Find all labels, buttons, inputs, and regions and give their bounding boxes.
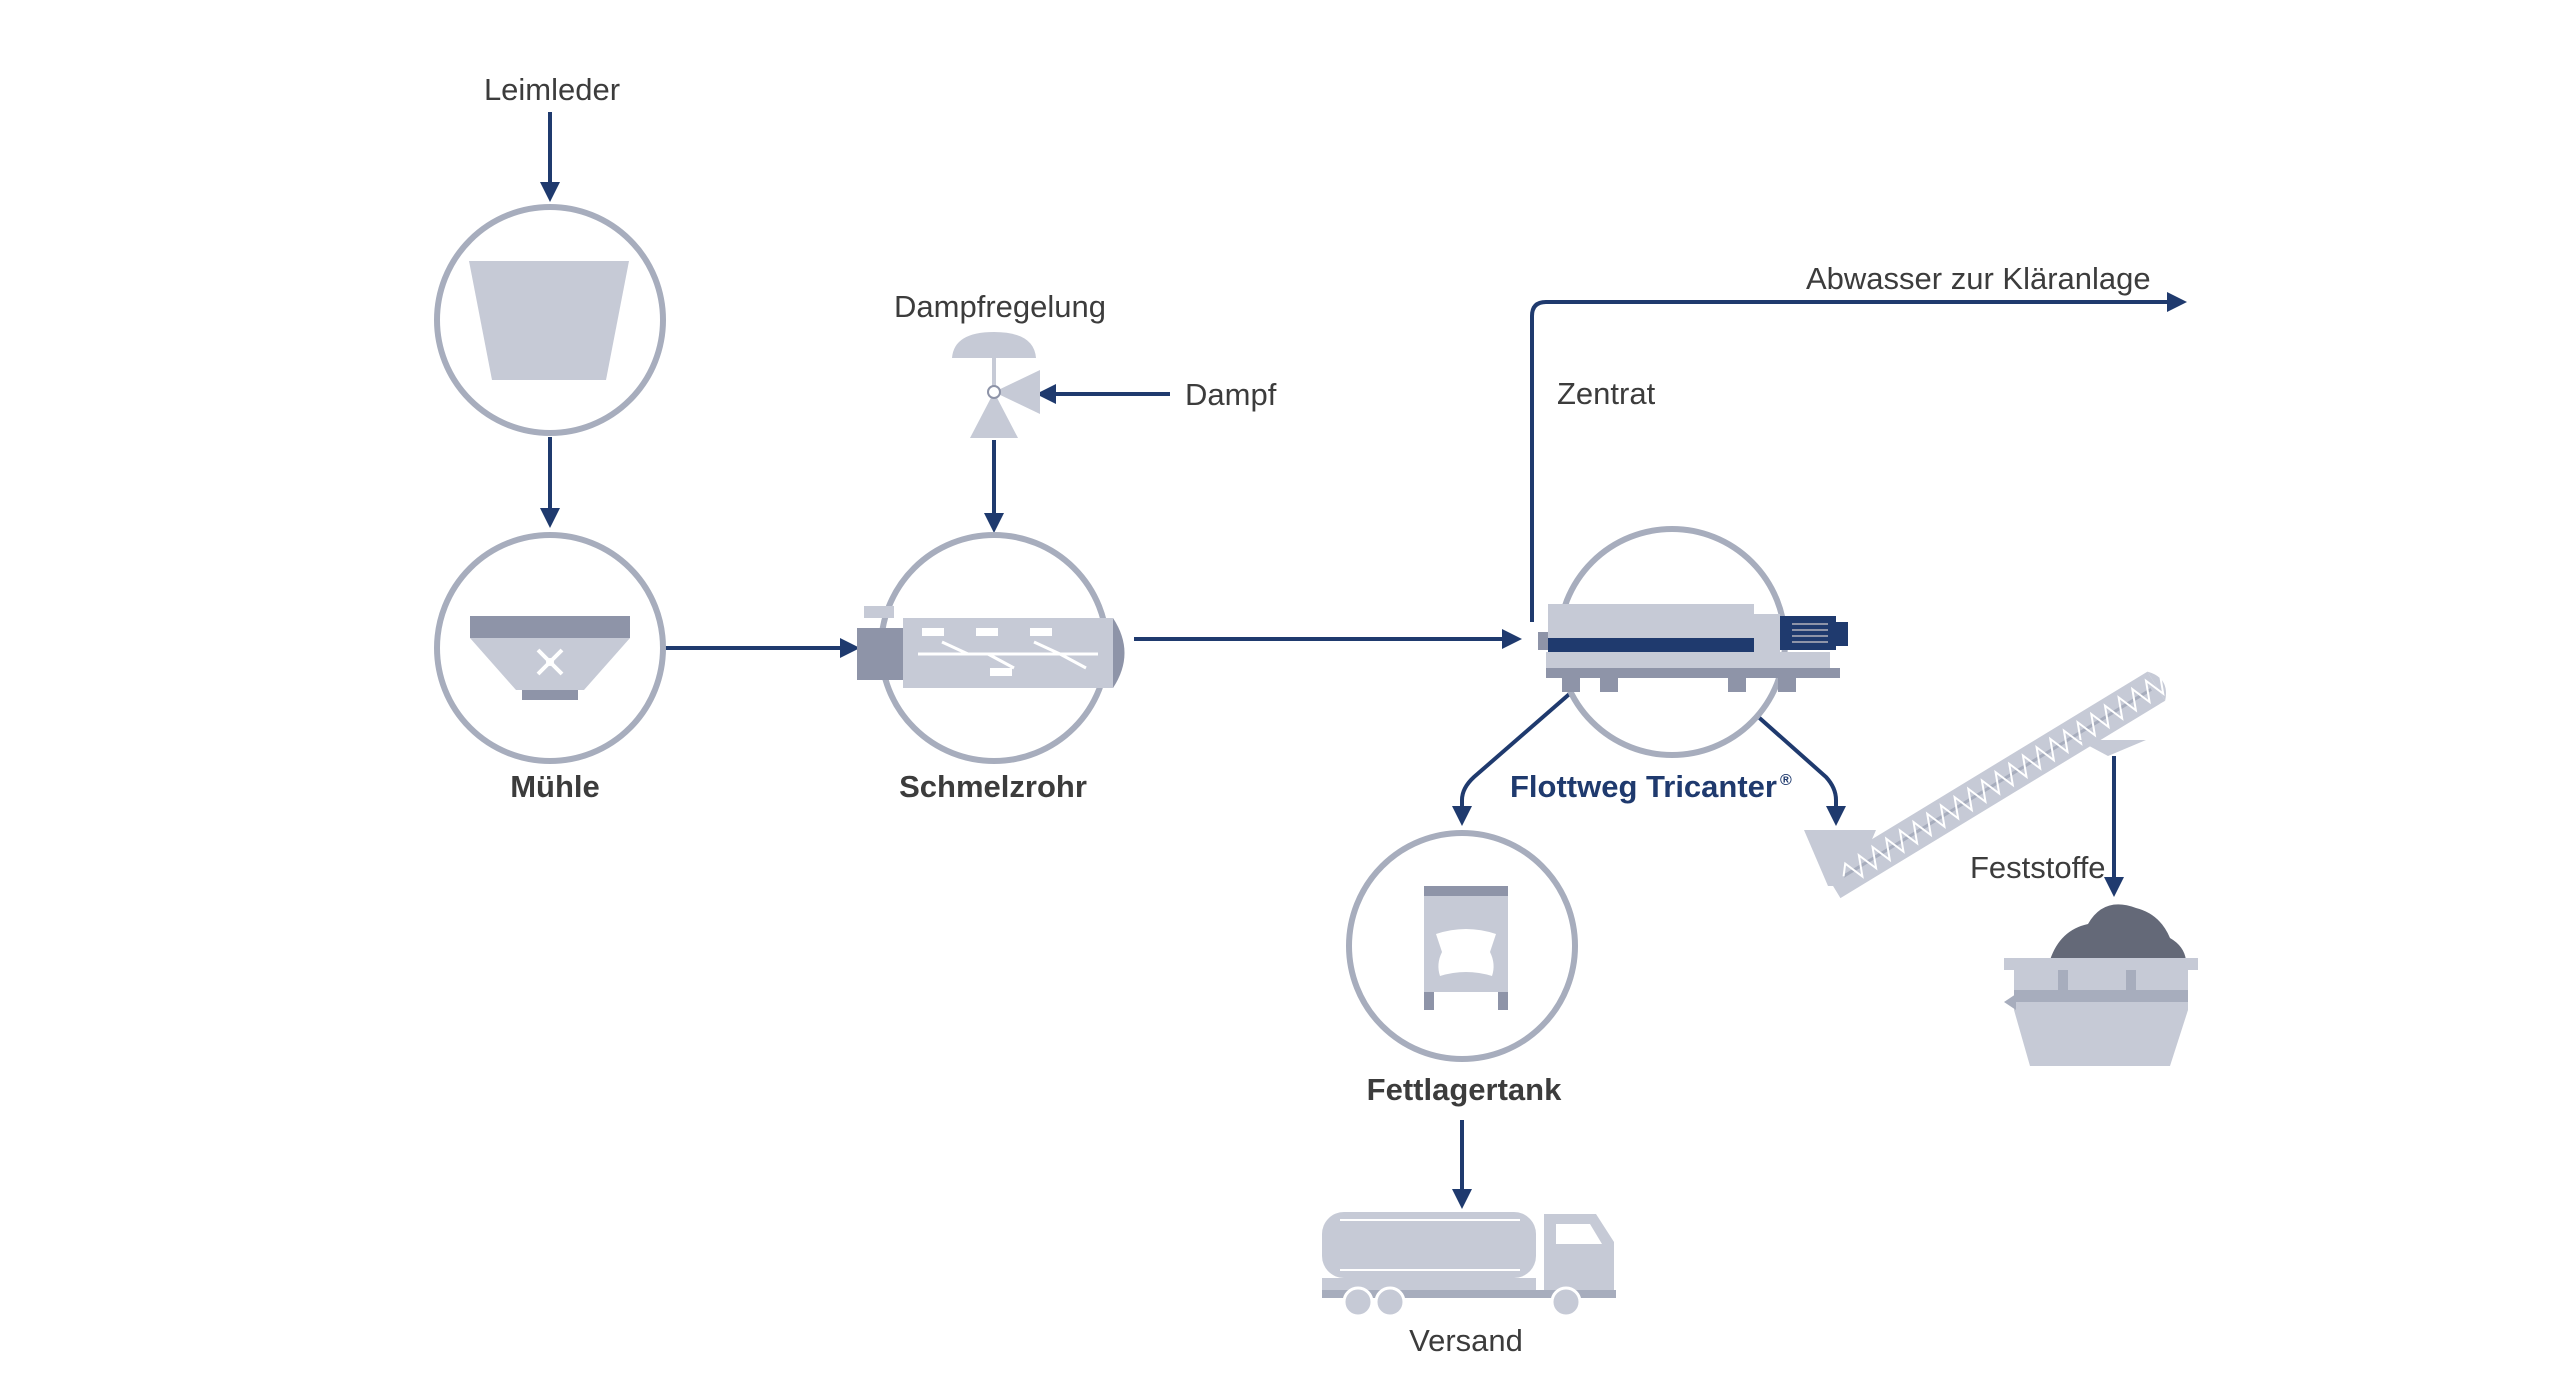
shipping-label: Versand <box>1409 1323 1523 1358</box>
tricanter-centrifuge-icon <box>1538 604 1848 692</box>
solids-label: Feststoffe <box>1970 850 2106 885</box>
storage-tank-icon <box>1424 886 1508 1010</box>
wastewater-label: Abwasser zur Kläranlage <box>1806 261 2151 296</box>
registered-mark: ® <box>1780 772 1792 789</box>
tanker-truck-icon <box>1322 1212 1616 1318</box>
steam-control-label: Dampfregelung <box>894 289 1106 324</box>
melt-tube-icon <box>857 606 1125 688</box>
flow-tricanter-to-solids <box>1726 688 1846 826</box>
hopper-icon <box>469 261 629 380</box>
steam-label: Dampf <box>1185 377 1277 412</box>
flow-lines <box>540 112 2187 1209</box>
tricanter-label: Flottweg Tricanter® <box>1510 769 1792 804</box>
flow-tricanter-to-fat-tank <box>1452 688 1576 826</box>
hopper-node <box>434 204 666 436</box>
solids-pile <box>2050 904 2186 960</box>
melt-tube-label: Schmelzrohr <box>899 769 1087 804</box>
melt-tube-node: Schmelzrohr <box>857 532 1125 804</box>
control-valve-icon <box>952 332 1040 438</box>
flow-centrate-to-wastewater <box>1530 292 2187 622</box>
mill-label: Mühle <box>510 769 600 804</box>
input-label: Leimleder <box>484 72 620 107</box>
tricanter-label-text: Flottweg Tricanter <box>1510 769 1777 804</box>
screw-conveyor-icon <box>1804 671 2166 899</box>
fat-tank-label: Fettlagertank <box>1367 1072 1562 1107</box>
skip-container-icon <box>2004 904 2198 1066</box>
tricanter-node: Flottweg Tricanter® <box>1510 526 1848 804</box>
centrate-label: Zentrat <box>1557 376 1656 411</box>
fat-tank-node: Fettlagertank <box>1346 830 1578 1107</box>
mill-icon <box>470 616 630 700</box>
truck-wheels <box>1342 1286 1582 1318</box>
mill-node: Mühle <box>434 532 666 804</box>
